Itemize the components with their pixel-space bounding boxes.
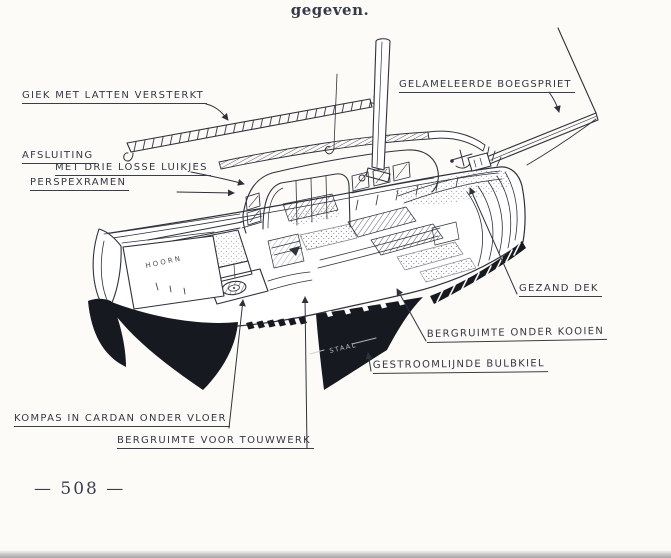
bulwark-rail	[218, 130, 502, 170]
perspex-windows-aft	[245, 192, 262, 226]
deck-detail-lines	[103, 213, 263, 235]
scan-edge-shadow	[0, 550, 671, 558]
bulb-keel	[316, 297, 423, 390]
forestay	[557, 27, 597, 114]
figure-label-afsluiting: AFSLUITING	[22, 150, 97, 164]
leader-kooien	[396, 288, 427, 342]
keel-inscription-marks	[309, 337, 377, 355]
leader-touwwerk	[301, 296, 309, 449]
figure-label-gezand-dek: GEZAND DEK	[519, 283, 602, 297]
figure-label-kompas: KOMPAS IN CARDAN ONDER VLOER	[14, 413, 230, 427]
leader-giek	[205, 103, 229, 121]
sanded-foredeck	[392, 170, 512, 206]
rudder-blade	[88, 298, 126, 367]
page-header-text: gegeven.	[290, 1, 370, 19]
halyard	[324, 73, 338, 155]
page-number: — 508 —	[34, 479, 126, 499]
whisker-stay	[526, 118, 597, 166]
boom	[123, 95, 380, 162]
keel-root-notches	[326, 299, 405, 317]
figure-label-bulbkiel: GESTROOMLIJNDE BULBKIEL	[372, 358, 548, 374]
leader-bulbkiel	[365, 352, 373, 372]
transom: HOORN	[121, 231, 225, 310]
leader-perspex	[176, 189, 235, 197]
boom-hook	[123, 152, 134, 162]
leader-luikjes	[190, 171, 245, 186]
figure-label-touwwerk: BERGRUIMTE VOOR TOUWWERK	[117, 435, 314, 449]
halyard-hook	[324, 146, 335, 155]
bowsprit	[467, 112, 599, 172]
stern-fin	[92, 228, 122, 313]
leader-boegspriet	[548, 91, 561, 113]
stern-underbody	[104, 299, 238, 390]
mast	[358, 38, 391, 183]
interior-bunks	[267, 176, 477, 283]
figure-label-perspex: PERSPEXRAMEN	[30, 177, 130, 191]
waterline-reflections	[436, 242, 521, 303]
label-leader-lines	[176, 91, 561, 449]
figure-label-boegspriet: GELAMELEERDE BOEGSPRIET	[399, 79, 575, 93]
leader-gezand	[469, 187, 518, 295]
leader-kompas	[228, 299, 246, 429]
figure-label-luikjes: MET DRIE LOSSE LUIKJES	[55, 162, 211, 176]
figure-label-giek: GIEK MET LATTEN VERSTERKT	[22, 90, 208, 104]
